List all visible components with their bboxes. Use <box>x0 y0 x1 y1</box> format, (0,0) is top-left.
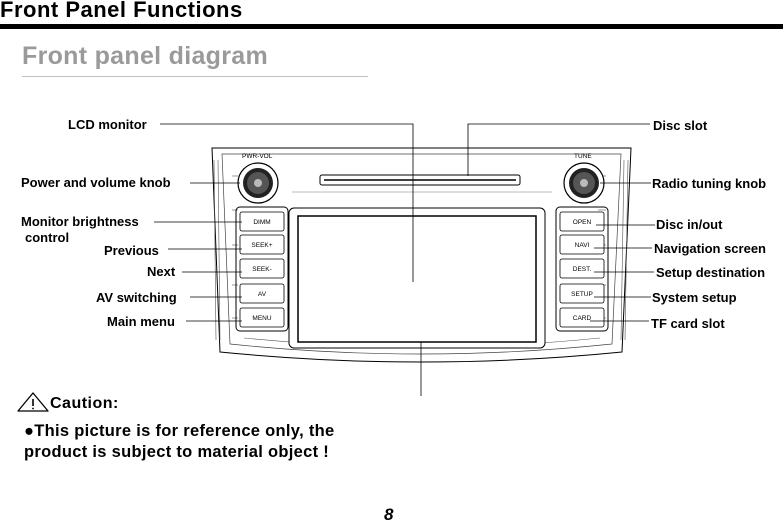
lcd-monitor[interactable] <box>288 207 546 349</box>
dimm-button[interactable]: DIMM <box>239 211 285 232</box>
power-volume-knob[interactable] <box>237 162 279 204</box>
av-button[interactable]: AV <box>239 283 285 304</box>
left-button-frame <box>235 206 289 332</box>
callout-monitor-brightness-line2: control <box>25 230 70 245</box>
callout-tf-card-slot: TF card slot <box>651 316 725 331</box>
radio-tuning-knob[interactable] <box>563 162 605 204</box>
callout-system-setup: System setup <box>652 290 737 305</box>
callout-av-switching: AV switching <box>96 290 177 305</box>
leader-lines <box>154 123 655 322</box>
svg-text:CARD: CARD <box>573 315 592 322</box>
callout-disc-in-out: Disc in/out <box>656 217 723 232</box>
callout-lcd-monitor: LCD monitor <box>68 117 147 132</box>
diagram-title: Front panel diagram <box>22 42 269 70</box>
right-button-frame <box>555 206 609 332</box>
svg-text:DEST.: DEST. <box>573 266 592 273</box>
svg-text:AV: AV <box>258 291 267 298</box>
callout-navigation-screen: Navigation screen <box>654 241 766 256</box>
subtitle-rule <box>22 76 368 77</box>
svg-text:SETUP: SETUP <box>571 291 593 298</box>
callout-setup-destination: Setup destination <box>656 265 766 280</box>
panel-inner-outline <box>221 153 622 355</box>
caution-heading: Caution: <box>50 395 119 412</box>
panel-outer-outline <box>211 147 632 363</box>
seek-minus-button[interactable]: SEEK- <box>239 258 285 279</box>
pwr-vol-label: PWR-VOL <box>242 153 273 160</box>
svg-text:SEEK-: SEEK- <box>252 266 272 273</box>
card-slot[interactable]: CARD <box>559 307 605 328</box>
leader-disc-slot <box>467 123 650 176</box>
callout-main-menu: Main menu <box>107 314 175 329</box>
svg-text:SEEK+: SEEK+ <box>251 242 272 249</box>
page-number: 8 <box>384 505 394 524</box>
dest-button[interactable]: DEST. <box>559 258 605 279</box>
leader-lcd-monitor <box>160 123 414 282</box>
callout-monitor-brightness: Monitor brightness <box>21 214 139 229</box>
setup-button[interactable]: SETUP <box>559 283 605 304</box>
callout-radio-tuning-knob: Radio tuning knob <box>652 176 767 191</box>
svg-text:MENU: MENU <box>252 315 271 322</box>
disc-slot[interactable] <box>319 174 521 186</box>
warning-icon <box>17 392 49 412</box>
callout-disc-slot: Disc slot <box>653 118 708 133</box>
navi-button[interactable]: NAVI <box>559 234 605 255</box>
menu-button[interactable]: MENU <box>239 307 285 328</box>
title-rule <box>0 24 783 29</box>
callout-previous: Previous <box>104 243 159 258</box>
caution-note: ●This picture is for reference only, the… <box>24 422 335 461</box>
svg-text:DIMM: DIMM <box>253 219 270 226</box>
callout-next: Next <box>147 264 176 279</box>
tune-label: TUNE <box>574 153 592 160</box>
left-edge-ribs <box>213 159 238 341</box>
svg-text:NAVI: NAVI <box>575 242 590 249</box>
svg-text:OPEN: OPEN <box>573 219 592 226</box>
section-title: Front Panel Functions <box>0 0 243 22</box>
seek-plus-button[interactable]: SEEK+ <box>239 234 285 255</box>
open-button[interactable]: OPEN <box>559 211 605 232</box>
callout-power-volume-knob: Power and volume knob <box>21 175 171 190</box>
